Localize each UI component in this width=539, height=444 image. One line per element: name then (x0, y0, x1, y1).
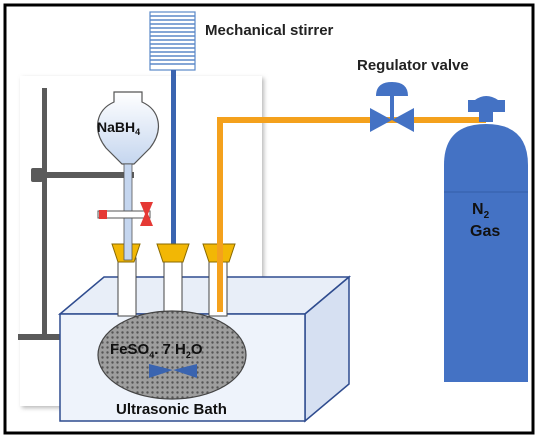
stirrer-label: Mechanical stirrer (205, 22, 334, 39)
three-neck-flask-icon (97, 257, 247, 400)
valve-label: Regulator valve (357, 57, 469, 74)
stopcock-icon (97, 202, 153, 226)
solution-label: FeSO4. 7 H2O (110, 341, 203, 360)
stirrer-shaft (171, 70, 176, 368)
stirrer-impeller-icon (149, 364, 197, 378)
gas-label-line1: N2 (472, 201, 490, 221)
funnel-label: NaBH4 (97, 119, 140, 137)
regulator-valve-icon (370, 82, 414, 132)
stopper-center (156, 243, 190, 263)
lab-stand-icon (18, 88, 134, 340)
bath-label: Ultrasonic Bath (116, 401, 227, 418)
gas-label-line2: Gas (470, 223, 500, 240)
mechanical-stirrer-icon (149, 11, 196, 71)
gas-cylinder-icon (444, 96, 528, 382)
